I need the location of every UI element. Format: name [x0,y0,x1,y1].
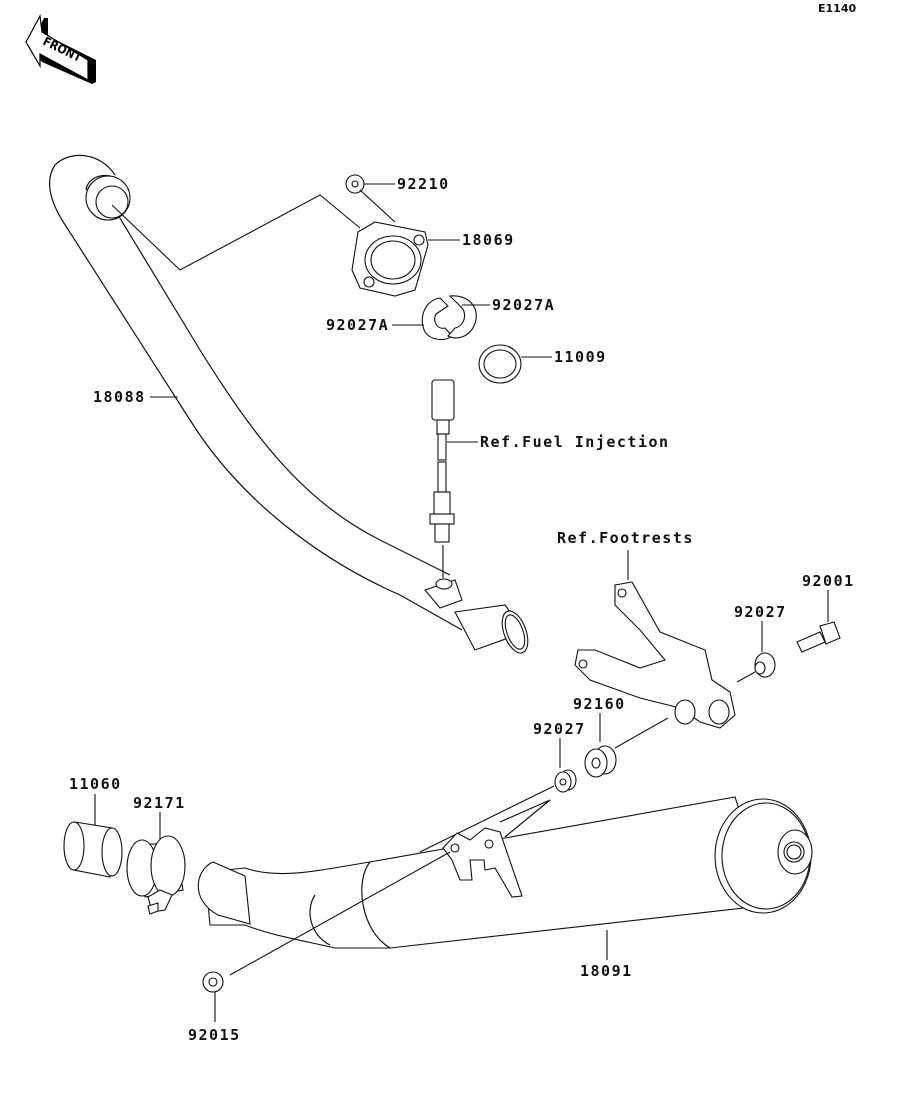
label-11009: 11009 [554,348,607,366]
sleeve-11060[interactable] [63,821,123,878]
bolt-92001[interactable] [796,621,841,653]
collar-92027-upper[interactable] [754,652,776,678]
label-92027A-right: 92027A [492,296,555,314]
nut-92210[interactable] [345,174,365,194]
damper-92160[interactable] [584,745,617,778]
muffler-18091[interactable] [197,796,813,949]
label-92027-lower: 92027 [533,720,586,738]
gasket-11009[interactable] [478,344,522,384]
footrest-bracket[interactable] [574,581,736,729]
label-18088: 18088 [93,388,146,406]
nut-92015[interactable] [202,971,224,993]
flange-18069[interactable] [351,221,429,297]
clamp-92171[interactable] [126,835,186,915]
collar-92027-lower[interactable] [554,769,577,793]
label-92015: 92015 [188,1026,241,1044]
label-92210: 92210 [397,175,450,193]
label-18091: 18091 [580,962,633,980]
label-92027A-left: 92027A [326,316,389,334]
label-92160: 92160 [573,695,626,713]
label-11060: 11060 [69,775,122,793]
label-ref-footrests: Ref.Footrests [557,529,694,547]
collar-92027A[interactable] [421,295,477,341]
label-ref-fuel-injection: Ref.Fuel Injection [480,433,670,451]
header-pipe-18088[interactable] [49,154,533,656]
label-92001: 92001 [802,572,855,590]
oxygen-sensor[interactable] [429,379,455,543]
label-92171: 92171 [133,794,186,812]
label-92027-upper: 92027 [734,603,787,621]
front-arrow-icon: FRONT [25,14,96,84]
label-18069: 18069 [462,231,515,249]
diagram-code: E1140 [818,2,856,15]
